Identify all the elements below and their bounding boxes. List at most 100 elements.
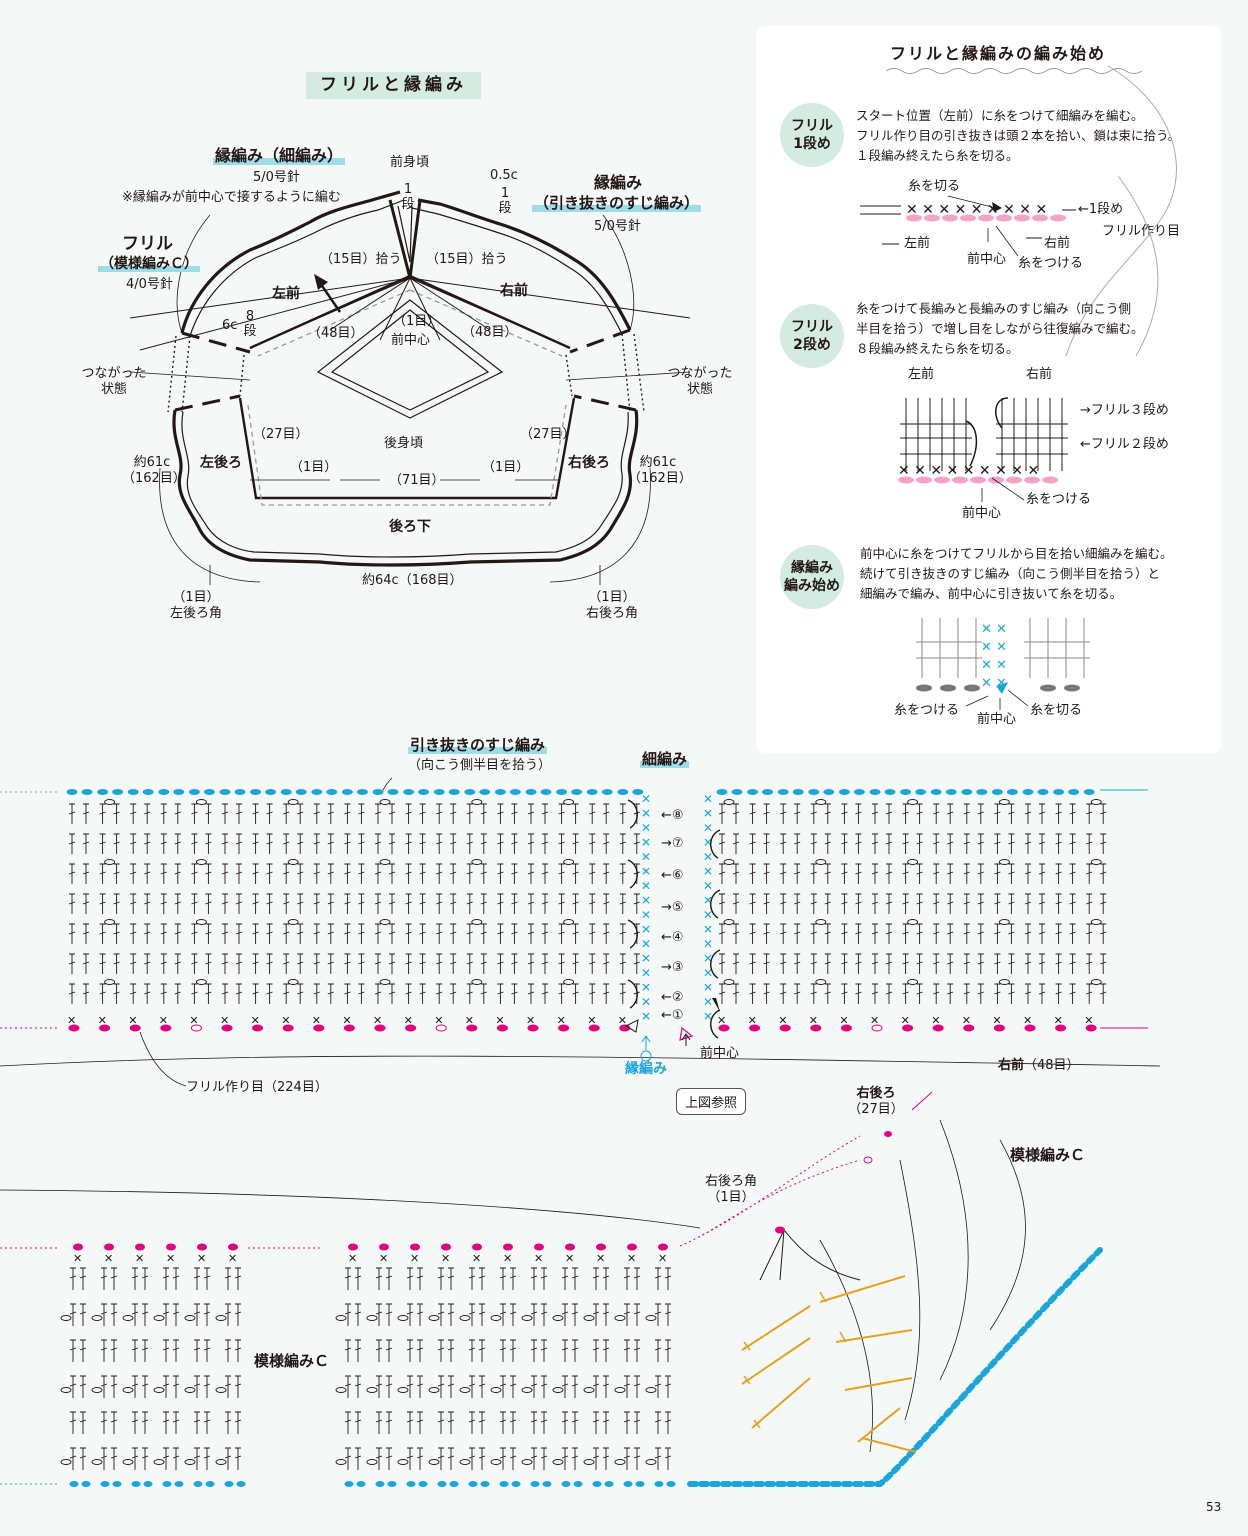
right-back-label: 右後ろ（27目） [848, 1086, 904, 1118]
sc-stitch: ✕ [379, 1252, 388, 1265]
chain-stitch [335, 1315, 347, 1321]
turn-chain-right [710, 1009, 721, 1039]
dc-stitch [855, 833, 862, 854]
chain-stitch [104, 799, 116, 805]
dc-stitch [1008, 863, 1015, 884]
dc-stitch [221, 833, 229, 854]
slip-stitch-mark [900, 789, 912, 795]
dc-stitch [99, 923, 106, 944]
dc-stitch [374, 833, 382, 854]
dc-stitch [406, 1411, 414, 1434]
slip-stitch-mark [403, 789, 415, 795]
dc-stitch [558, 833, 565, 854]
dc-stitch [266, 893, 273, 914]
slip-stitch-mark [731, 789, 743, 795]
dc-stitch [221, 923, 229, 944]
dc-stitch [450, 953, 457, 974]
chain-base-mark [374, 1024, 386, 1032]
edge-sc-left: ✕ [641, 836, 651, 850]
dc-stitch [1069, 893, 1076, 914]
dc-stitch [509, 1375, 517, 1398]
dc-stitch [763, 923, 770, 944]
dc-stitch [234, 1447, 242, 1470]
slip-stitch-mark [617, 789, 629, 795]
dc-stitch [916, 953, 923, 974]
sc-stitch: ✕ [717, 1014, 726, 1027]
slip-stitch-mark [437, 1481, 447, 1487]
dc-stitch [235, 893, 243, 914]
dc-stitch [623, 1339, 631, 1362]
chain-stitch [104, 859, 116, 865]
dc-stitch [1024, 833, 1032, 854]
slip-stitch-mark [81, 789, 93, 795]
dc-stitch [344, 1267, 352, 1290]
chain-stitch [490, 1315, 502, 1321]
dc-stitch [1038, 863, 1046, 884]
dc-stitch [468, 1267, 476, 1290]
slip-stitch-mark [193, 1481, 203, 1487]
dc-stitch [283, 803, 290, 824]
dc-stitch [947, 983, 954, 1004]
chain-stitch [459, 1315, 471, 1321]
dc-stitch [794, 833, 801, 854]
dc-stitch [79, 1375, 87, 1398]
dc-stitch [558, 923, 565, 944]
dc-stitch [100, 1411, 108, 1434]
slip-stitch-mark [601, 789, 613, 795]
chain-base-mark [405, 1024, 417, 1032]
dc-stitch [527, 863, 535, 884]
dc-stitch [79, 1303, 87, 1326]
dc-stitch [1069, 923, 1076, 944]
chain-base-mark [313, 1024, 325, 1032]
dc-stitch [69, 1303, 77, 1326]
dc-stitch [1069, 863, 1076, 884]
dc-stitch [1038, 923, 1046, 944]
center-front: 前中心 [391, 333, 431, 348]
center-arrow [681, 1033, 691, 1046]
slip-stitch-mark [112, 789, 124, 795]
dc-stitch [1055, 833, 1062, 854]
slip-stitch-mark [666, 1481, 676, 1487]
slip-stitch-mark [143, 1481, 153, 1487]
chain-stitch [723, 859, 735, 865]
dc-stitch [480, 893, 487, 914]
slip-stitch-mark [356, 1481, 366, 1487]
dc-stitch [963, 863, 970, 884]
edge-sc-left: ✕ [641, 908, 651, 922]
dc-stitch [603, 983, 610, 1004]
sc-stitch: ✕ [587, 1014, 596, 1027]
dc-stitch [1100, 983, 1107, 1004]
chain-stitch [60, 1315, 72, 1321]
frill-title: フリル [122, 234, 173, 254]
dc-stitch [499, 1303, 507, 1326]
slip-stitch-mark [525, 789, 537, 795]
sc-stitch: ✕ [495, 1014, 504, 1027]
turn-chain-left [627, 859, 638, 889]
chain-stitch [215, 1459, 227, 1465]
dc-stitch [1055, 923, 1062, 944]
edge-arrow [641, 1035, 651, 1050]
chain-stitch [471, 859, 483, 865]
chain-base-mark [871, 1024, 883, 1032]
connected-left: つながった 状態 [81, 366, 147, 398]
dc-stitch [994, 803, 1001, 824]
dc-stitch [558, 953, 565, 974]
dc-stitch [841, 923, 848, 944]
step3-cf: 前中心 [977, 712, 1017, 727]
dc-stitch [436, 803, 443, 824]
chain-stitch [104, 979, 116, 985]
dc-stitch [221, 953, 229, 974]
chain-stitch [490, 1459, 502, 1465]
chain-stitch [153, 1387, 165, 1393]
dc-stitch [977, 893, 984, 914]
sc-stitch: ✕ [596, 1252, 605, 1265]
dc-stitch [732, 893, 740, 914]
chain-stitch [287, 979, 299, 985]
slip-stitch-mark [777, 789, 789, 795]
dc-stitch [131, 1267, 139, 1290]
chain-stitch [379, 919, 391, 925]
edge-label: 縁編み [625, 1061, 667, 1077]
dc-stitch [141, 1375, 149, 1398]
dc-stitch [511, 863, 518, 884]
edge-sc-right: ✕ [703, 879, 713, 893]
